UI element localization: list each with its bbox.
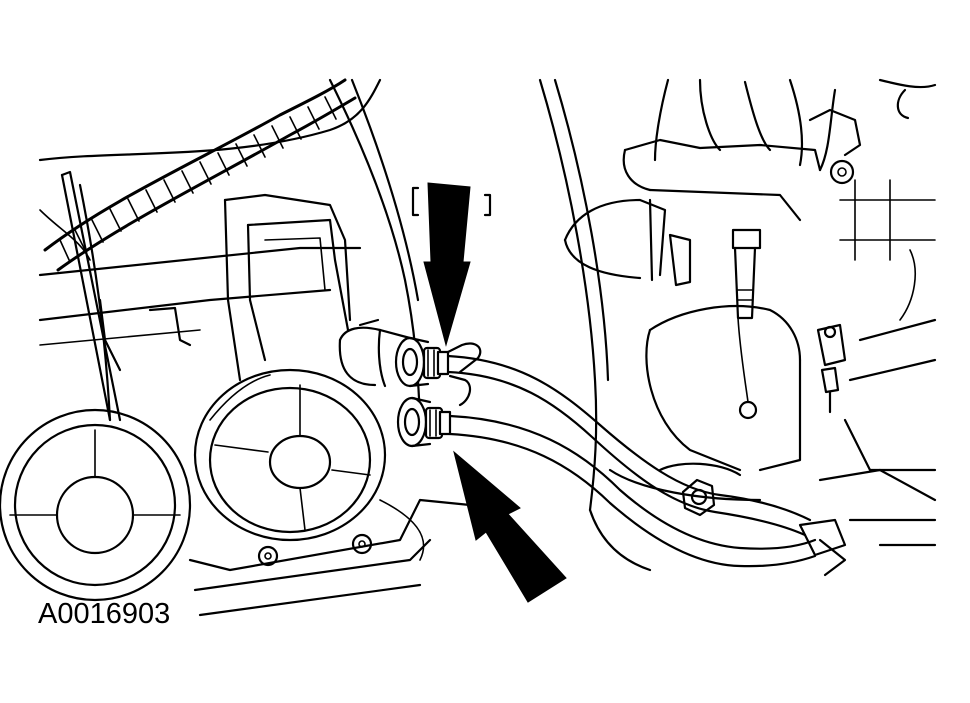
top-bracket [413,188,490,215]
left-pulley [0,410,190,600]
exhaust-manifold [624,80,860,220]
lower-fitting [398,398,450,446]
lower-bolt [660,464,740,515]
center-pulley [195,370,385,540]
engine-block [540,80,760,570]
right-hardware [800,80,935,575]
mounting-bracket [565,200,800,470]
cooler-line-port-housing [340,320,410,386]
cooler-lines [448,356,815,566]
upper-fitting [396,338,448,386]
wiring-harness [45,80,355,270]
sensor-connector [818,325,845,412]
arrow-upper [424,183,470,345]
arrow-lower [454,452,566,602]
transmission-housing [40,80,420,420]
figure-reference-code: A0016903 [38,598,171,630]
retaining-clip [448,343,480,405]
